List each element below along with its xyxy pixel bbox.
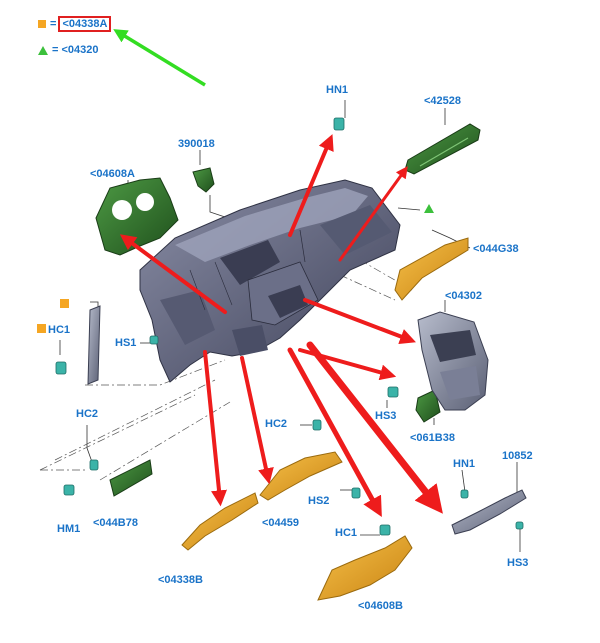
legend-triangle-row: = <04320: [38, 44, 98, 56]
label-42528[interactable]: <42528: [424, 95, 462, 107]
label-390018[interactable]: 390018: [178, 138, 215, 150]
label-hs1[interactable]: HS1: [115, 337, 137, 349]
grey-parts: [87, 305, 527, 535]
label-hc1-bottom[interactable]: HC1: [335, 527, 358, 539]
label-10852[interactable]: 10852: [502, 450, 533, 462]
label-hn1-top[interactable]: HN1: [326, 84, 349, 96]
legend-triangle-equals: =: [52, 44, 59, 56]
label-hc1-left[interactable]: HC1: [48, 324, 71, 336]
clips: [55, 117, 524, 536]
legend-square-equals: =: [50, 18, 57, 30]
legend-square-row: = <04338A: [38, 16, 112, 32]
label-04302[interactable]: <04302: [445, 290, 483, 302]
leader-lines: [59, 100, 521, 552]
label-hs3-right[interactable]: HS3: [507, 557, 529, 569]
orange-parts: [181, 237, 469, 601]
label-hs2[interactable]: HS2: [308, 495, 330, 507]
label-hc2-mid[interactable]: HC2: [265, 418, 288, 430]
label-04459[interactable]: <04459: [262, 517, 300, 529]
label-hc2-left[interactable]: HC2: [76, 408, 99, 420]
label-hn1-right[interactable]: HN1: [453, 458, 476, 470]
green-triangle-marker-icon: [424, 204, 434, 213]
legend-square-code[interactable]: <04338A: [58, 16, 112, 32]
label-044B78[interactable]: <044B78: [93, 517, 138, 529]
label-04608B[interactable]: <04608B: [358, 600, 403, 612]
orange-square-marker-icon: [37, 324, 46, 333]
green-parts: [95, 123, 481, 497]
label-hm1[interactable]: HM1: [57, 523, 81, 535]
orange-square-marker-icon: [60, 299, 69, 308]
label-04338B[interactable]: <04338B: [158, 574, 203, 586]
red-arrows: [119, 134, 443, 518]
label-061B38[interactable]: <061B38: [410, 432, 455, 444]
label-hs3-mid[interactable]: HS3: [375, 410, 397, 422]
instrument-panel: [139, 179, 401, 383]
label-044G38[interactable]: <044G38: [473, 243, 519, 255]
orange-square-icon: [38, 20, 46, 28]
label-04608A[interactable]: <04608A: [90, 168, 135, 180]
green-pointer-arrow: [113, 29, 206, 87]
legend-triangle-code[interactable]: <04320: [61, 44, 99, 56]
green-triangle-icon: [38, 45, 48, 55]
